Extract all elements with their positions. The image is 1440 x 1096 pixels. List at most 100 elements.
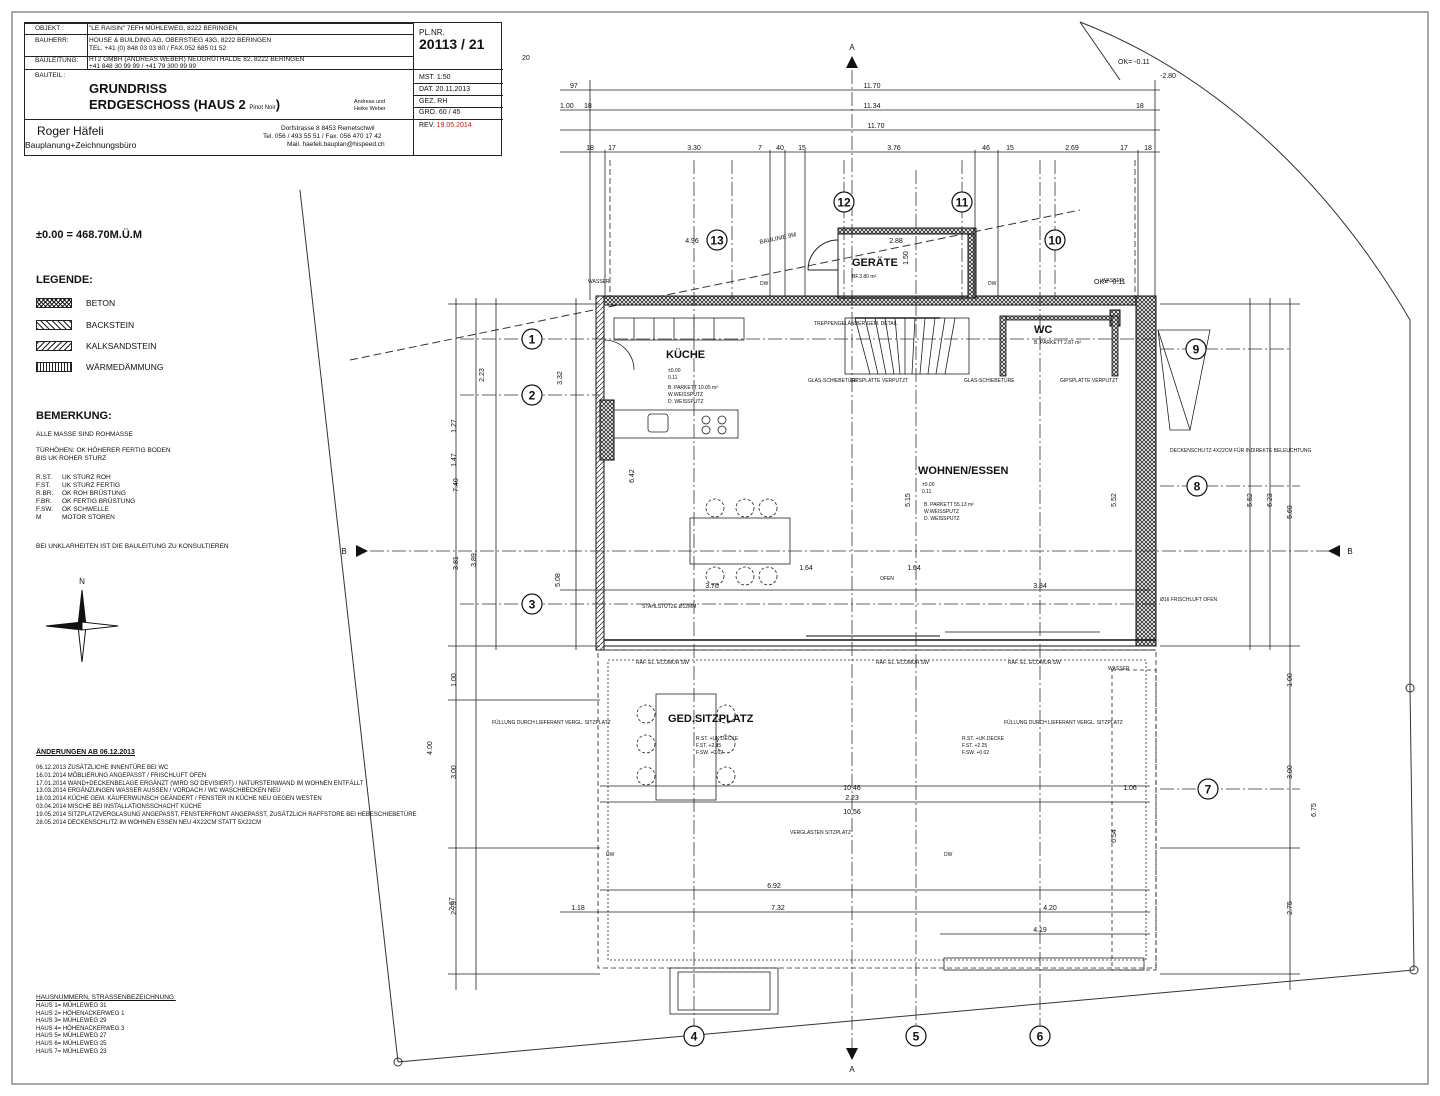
abbreviation-key: R.ST. bbox=[36, 474, 52, 481]
legend-item-backstein: BACKSTEIN bbox=[86, 320, 135, 330]
axis-circle-label: 11 bbox=[956, 196, 969, 210]
top-dimension-lines bbox=[560, 80, 1160, 300]
change-entry: 06.12.2013 ZUSÄTZLICHE INNENTÜRE BEI WC bbox=[36, 765, 169, 771]
label-dw: DW bbox=[988, 281, 997, 287]
label-fst: F.ST. +2.25 bbox=[962, 743, 987, 749]
dimension-text: 1.06 bbox=[1123, 785, 1137, 792]
plan-title-main: ERDGESCHOSS (HAUS 2 bbox=[89, 97, 246, 112]
revision-date: 19.05.2014 bbox=[436, 122, 472, 129]
dimension-text: 5.69 bbox=[1287, 505, 1294, 519]
dimension-text: 7 bbox=[758, 145, 762, 152]
office-address: Dorfstrasse 8 8453 Remetschwil bbox=[281, 125, 375, 132]
house-number-entry: HAUS 2= HÖHENACKERWEG 1 bbox=[36, 1010, 125, 1017]
dimension-text: 11.70 bbox=[864, 83, 881, 90]
axis-circle bbox=[521, 593, 543, 615]
dimension-text: 3.84 bbox=[1033, 583, 1047, 590]
changes-title: ÄNDERUNGEN AB 06.12.2013 bbox=[36, 749, 135, 756]
north-label: N bbox=[79, 577, 85, 586]
label-fuellung: FÜLLUNG DURCH LIEFERANT VERGL. SITZPLATZ bbox=[492, 719, 611, 726]
change-entry: 28.05.2014 DECKENSCHLITZ IM WOHNEN ESSEN… bbox=[36, 819, 262, 826]
bauherr-value: HOUSE & BUILDING AG, OBERSTIEG 43G, 8222… bbox=[89, 37, 272, 44]
dimension-text: 1.64 bbox=[799, 565, 813, 572]
abbreviation-key: R.BR. bbox=[36, 490, 54, 497]
title-block: OBJEKT : "LE RAISIN" 7EFH MÜHLEWEG, 8222… bbox=[24, 22, 503, 156]
legend-swatch-backstein bbox=[36, 320, 72, 330]
room-kueche: KÜCHE bbox=[666, 348, 705, 361]
dimension-text: 46 bbox=[982, 145, 990, 152]
dimension-text: 17 bbox=[608, 145, 616, 152]
dimension-text: 3.81 bbox=[453, 556, 460, 570]
remarks-line3: BIS UK ROHER STURZ bbox=[36, 455, 107, 462]
house-number-entry: HAUS 3= MÜHLEWEG 29 bbox=[36, 1018, 107, 1025]
date: DAT. 20.11.2013 bbox=[419, 86, 471, 93]
dimension-text: 3.30 bbox=[687, 145, 701, 152]
label-gipsplatte: GIPSPLATTE VERPUTZT bbox=[850, 378, 908, 384]
abbreviation-meaning: OK ROH BRÜSTUNG bbox=[62, 490, 126, 497]
axis-circle bbox=[951, 191, 973, 213]
level-label: OK= -0.11 bbox=[1118, 59, 1150, 66]
plnr-label: PL.NR. bbox=[419, 28, 445, 37]
owners-line2: Heike Weber bbox=[354, 106, 386, 112]
legend-item-kalksandstein: KALKSANDSTEIN bbox=[86, 341, 157, 351]
dimension-text: 3.32 bbox=[557, 371, 564, 385]
dimension-text: 10.56 bbox=[843, 809, 861, 816]
change-entry: 16.01.2014 MÖBLIERUNG ANGEPASST / FRISCH… bbox=[36, 772, 207, 779]
room-kueche-ceiling: D. WEISSPUTZ bbox=[668, 399, 704, 405]
house-number-entry: HAUS 5= MÜHLEWEG 27 bbox=[36, 1033, 107, 1040]
dimension-text: 5.52 bbox=[1111, 493, 1118, 507]
axis-circle-label: 3 bbox=[529, 598, 536, 612]
abbreviation-meaning: MOTOR STOREN bbox=[62, 514, 115, 521]
room-wohnen-wall: W.WEISSPUTZ bbox=[924, 509, 959, 515]
dimension-text: 3.70 bbox=[705, 583, 719, 590]
dimension-text: 2.88 bbox=[889, 238, 903, 245]
abbreviation-meaning: UK STURZ FERTIG bbox=[62, 482, 121, 489]
axis-circle-label: 13 bbox=[710, 234, 724, 248]
abbreviation-key: F.SW. bbox=[36, 506, 53, 513]
plan-title-sub: Pinot Noir bbox=[249, 105, 276, 111]
axis-circle bbox=[833, 191, 855, 213]
elevation-reference: ±0.00 = 468.70M.Ü.M bbox=[36, 229, 143, 241]
label-fst: F.ST. +2.25 bbox=[696, 743, 721, 749]
office-name: Roger Häfeli bbox=[37, 124, 104, 138]
axis-circle-label: 8 bbox=[1194, 480, 1201, 494]
label-fsw: F.SW. +0.02 bbox=[962, 750, 989, 756]
house-numbers-title: HAUSNUMMERN, STRASSENBEZEICHNUNG: bbox=[36, 994, 176, 1001]
plan-title-line2: ERDGESCHOSS (HAUS 2 Pinot Noir) bbox=[89, 97, 280, 116]
abbreviation-meaning: UK STURZ ROH bbox=[62, 474, 111, 481]
dimension-text: 2.67 bbox=[449, 897, 456, 911]
building-walls bbox=[595, 227, 1157, 651]
room-wohnen-ceiling: D. WEISSPUTZ bbox=[924, 516, 960, 522]
dimension-text: 1.00 bbox=[451, 673, 458, 687]
dimension-text: 5.08 bbox=[555, 573, 562, 587]
axis-circle-label: 2 bbox=[529, 389, 536, 403]
sheet-size: GRÖ. 60 / 45 bbox=[419, 109, 461, 116]
scale: MST. 1:50 bbox=[419, 74, 451, 81]
label-stuetze: STAHLSTÜTZE Ø12MM bbox=[642, 603, 696, 610]
bottom-dimension-lines bbox=[560, 589, 1150, 935]
plnr-value: 20113 / 21 bbox=[419, 36, 485, 52]
axis-circle-label: 9 bbox=[1193, 343, 1200, 357]
dimension-text: 2.23 bbox=[845, 795, 859, 802]
axis-circle-label: 12 bbox=[837, 196, 851, 210]
revision: REV. 19.05.2014 bbox=[419, 122, 472, 130]
dimension-text: 3.00 bbox=[1287, 765, 1294, 779]
level-label: -2.80 bbox=[1160, 73, 1176, 80]
dimension-text: 2.69 bbox=[1065, 145, 1079, 152]
bauherr-tel: TEL. +41 (0) 848 03 03 80 / FAX.052 685 … bbox=[89, 45, 227, 52]
dimension-text: 18 bbox=[1144, 145, 1152, 152]
dimension-text: 2.23 bbox=[479, 368, 486, 382]
owners-line1: Andreas und bbox=[354, 99, 386, 105]
dining-table bbox=[689, 498, 791, 586]
dimension-text: 11.70 bbox=[868, 123, 885, 130]
label-raffstore: RAF. EL. ECOMUR SW bbox=[876, 660, 929, 666]
dimension-text: 4.00 bbox=[427, 741, 434, 755]
label-frischluft: Ø16 FRISCHLUFT OFEN bbox=[1160, 597, 1218, 603]
room-wc-floor: B. PARKETT 2.87 m² bbox=[1034, 340, 1081, 346]
section-a-label: A bbox=[849, 43, 855, 52]
dimension-text: 6.92 bbox=[767, 883, 781, 890]
bauteil-label: BAUTEIL : bbox=[35, 72, 66, 79]
dimension-text: 3.89 bbox=[471, 553, 478, 567]
label-dw: DW bbox=[606, 852, 615, 858]
section-a-label: A bbox=[849, 1065, 855, 1074]
